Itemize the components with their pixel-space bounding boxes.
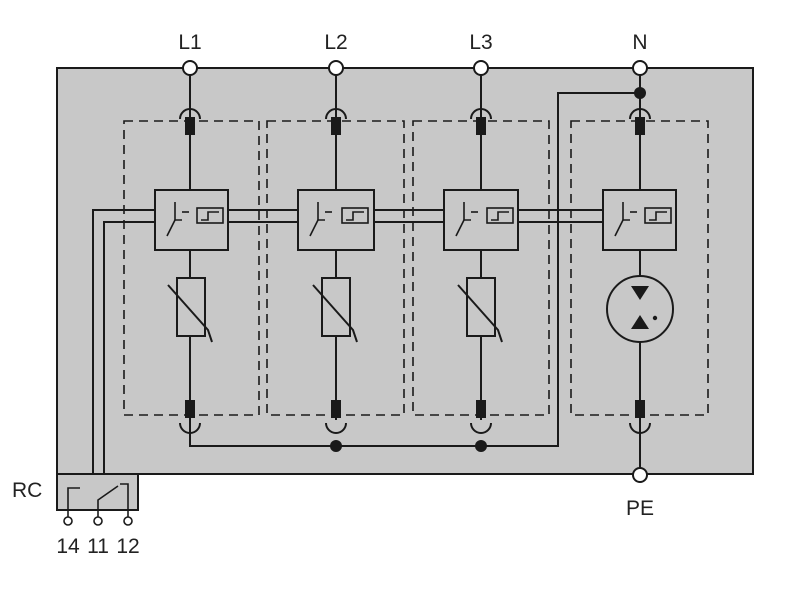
spark-gap: [606, 275, 674, 343]
label-pin-12: 12: [116, 535, 139, 558]
housing: [56, 67, 754, 475]
label-l3: L3: [469, 31, 492, 54]
terminal-l1: [182, 60, 198, 76]
varistor-l2: [312, 277, 358, 343]
contact-blocks: [185, 117, 645, 418]
label-pin-11: 11: [87, 535, 109, 558]
terminal-n: [632, 60, 648, 76]
varistor-l3: [457, 277, 503, 343]
label-pin-14: 14: [56, 535, 80, 558]
remote-contact: [56, 473, 139, 526]
plug-contacts: [179, 108, 651, 434]
label-pe: PE: [626, 497, 654, 520]
label-n: N: [632, 31, 647, 54]
terminals: [182, 60, 648, 483]
varistors: [167, 277, 503, 343]
disconnector-l1: [154, 189, 229, 251]
disconnector-l2: [297, 189, 375, 251]
terminal-pe: [632, 467, 648, 483]
label-l1: L1: [178, 31, 201, 54]
junction-dots: [330, 87, 646, 452]
terminal-l3: [473, 60, 489, 76]
varistor-l1: [167, 277, 213, 343]
thermal-disconnectors: [154, 189, 677, 251]
label-rc: RC: [12, 479, 42, 502]
disconnector-n: [602, 189, 677, 251]
rc-pin-11: [93, 516, 103, 526]
disconnector-l3: [443, 189, 519, 251]
terminal-l2: [328, 60, 344, 76]
rc-pin-12: [123, 516, 133, 526]
label-l2: L2: [324, 31, 347, 54]
disconnector-symbols: [166, 202, 672, 237]
rc-pin-14: [63, 516, 73, 526]
disconnector-coupling: [228, 209, 603, 223]
